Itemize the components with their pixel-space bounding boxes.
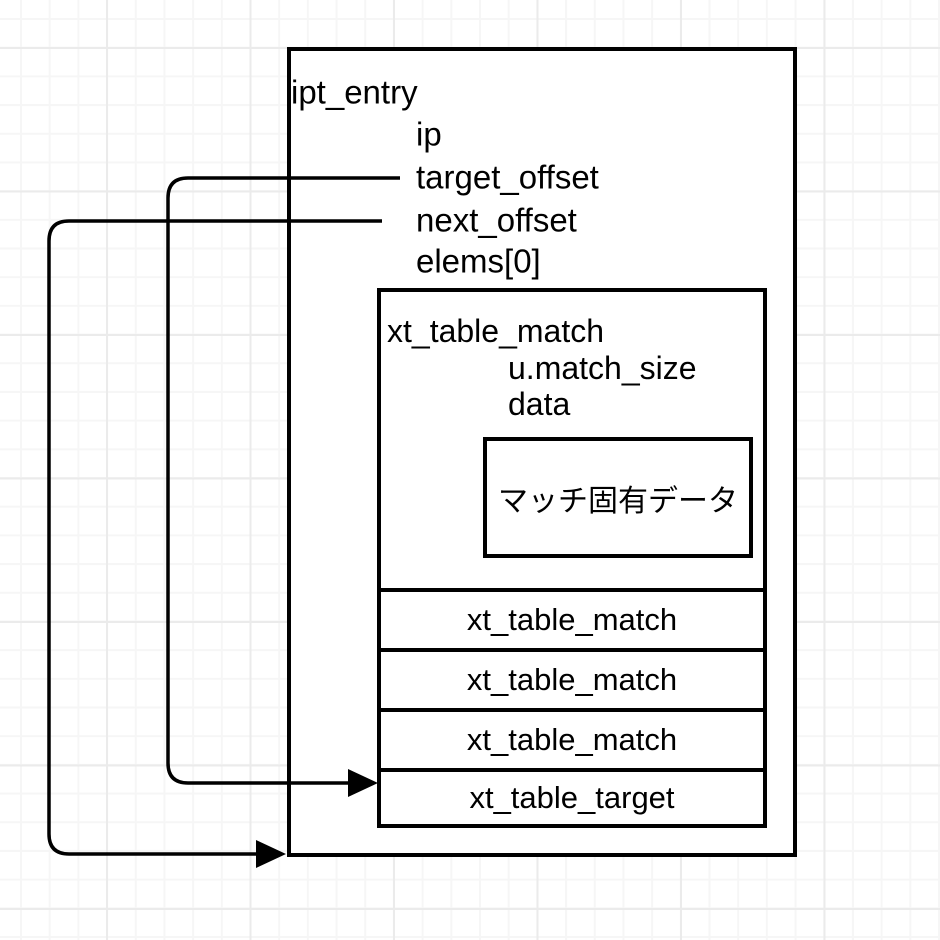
field-target-offset: target_offset <box>416 158 599 196</box>
match-specific-data-label: マッチ固有データ <box>498 484 738 518</box>
field-u-match-size: u.match_size <box>508 350 697 386</box>
row-xt-table-match-1: xt_table_match <box>381 588 763 648</box>
field-data: data <box>508 386 571 422</box>
row-xt-table-target: xt_table_target <box>381 768 763 824</box>
field-elems0: elems[0] <box>416 242 541 280</box>
field-next-offset: next_offset <box>416 201 577 239</box>
ipt-entry-title: ipt_entry <box>291 73 418 111</box>
match-specific-data-box: マッチ固有データ <box>483 437 753 558</box>
xt-table-match-title: xt_table_match <box>387 313 605 349</box>
row-xt-table-match-2: xt_table_match <box>381 648 763 708</box>
row-label: xt_table_match <box>466 602 678 637</box>
row-xt-table-match-3: xt_table_match <box>381 708 763 768</box>
elems-container-box: xt_table_match u.match_size data マッチ固有デー… <box>377 288 767 828</box>
arrowhead-icon <box>256 840 286 868</box>
row-label: xt_table_match <box>466 722 678 757</box>
row-label: xt_table_match <box>466 662 678 697</box>
row-label: xt_table_target <box>469 780 675 815</box>
field-ip: ip <box>416 115 442 153</box>
